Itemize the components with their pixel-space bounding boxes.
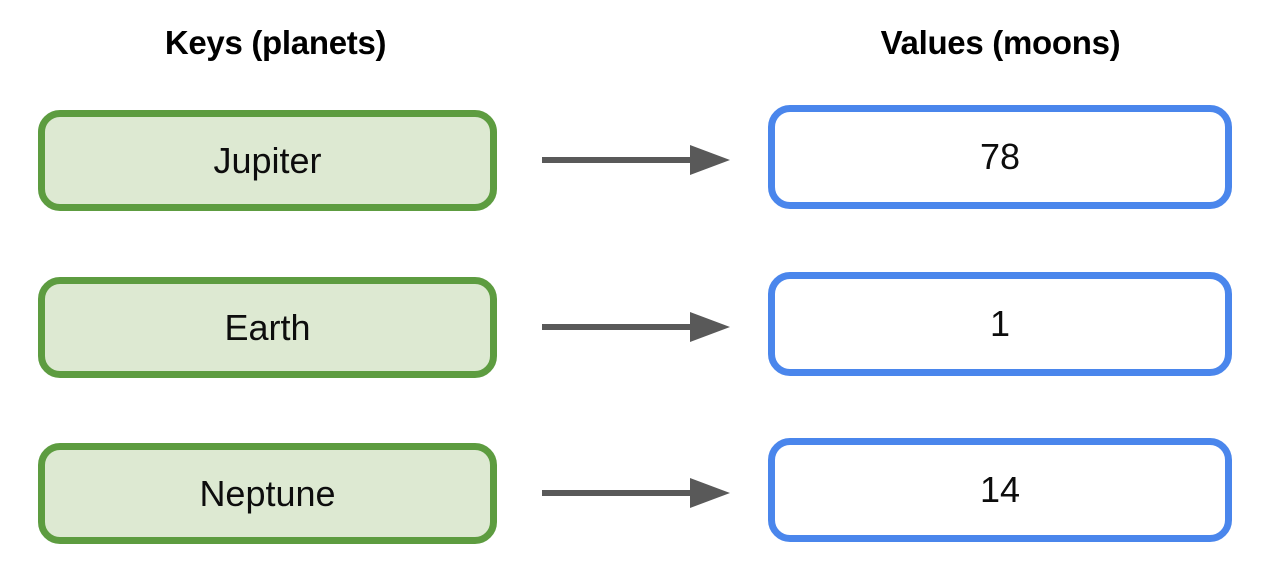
value-box-earth[interactable]: 1 (768, 272, 1232, 376)
key-label: Jupiter (213, 139, 322, 181)
key-box-neptune[interactable]: Neptune (38, 443, 497, 544)
key-label: Earth (224, 306, 311, 348)
arrow-right-icon (538, 473, 734, 513)
key-box-earth[interactable]: Earth (38, 277, 497, 378)
mapping-row: Jupiter 78 (0, 105, 1288, 212)
value-label: 1 (989, 303, 1011, 344)
key-box-jupiter[interactable]: Jupiter (38, 110, 497, 211)
values-column-header: Values (moons) (880, 24, 1121, 61)
value-label: 14 (979, 469, 1021, 510)
key-label: Neptune (199, 472, 336, 514)
value-box-neptune[interactable]: 14 (768, 438, 1232, 542)
arrow-right-icon (538, 140, 734, 180)
arrow-right-icon (538, 307, 734, 347)
mapping-row: Earth 1 (0, 272, 1288, 379)
value-label: 78 (979, 136, 1021, 177)
mapping-row: Neptune 14 (0, 438, 1288, 545)
value-box-jupiter[interactable]: 78 (768, 105, 1232, 209)
keys-column-header: Keys (planets) (164, 24, 387, 61)
